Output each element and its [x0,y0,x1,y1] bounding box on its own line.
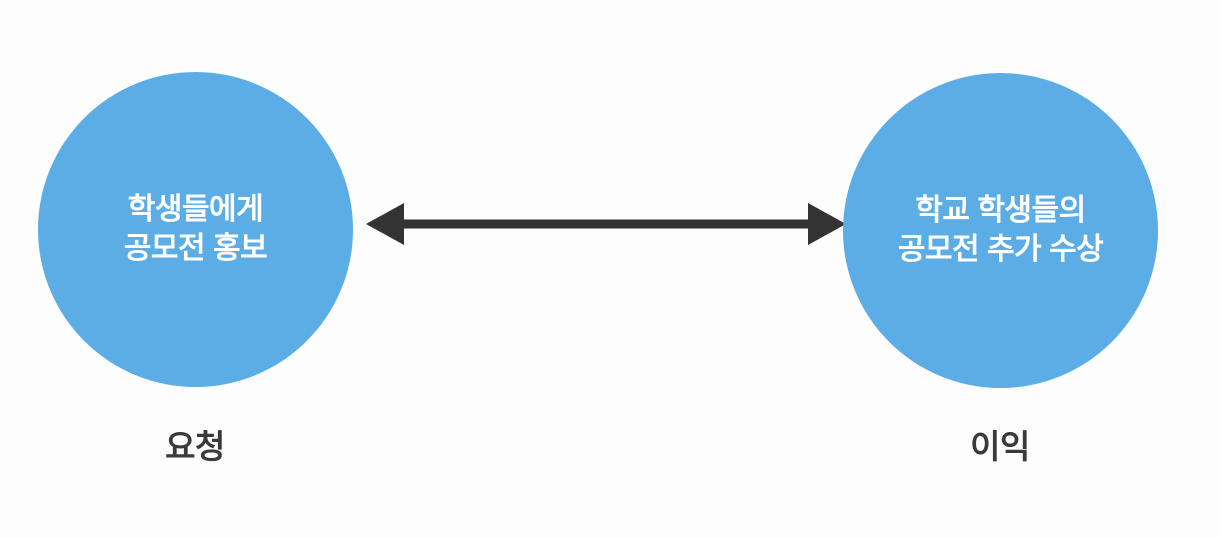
caption-benefit: 이익 [970,428,1030,465]
caption-request: 요청 [165,428,225,465]
node-benefit[interactable]: 학교 학생들의 공모전 추가 수상 [843,73,1158,388]
node-request[interactable]: 학생들에게 공모전 홍보 [38,72,353,387]
double-headed-arrow-icon [356,190,856,260]
arrow-head-right [808,203,846,245]
arrow-shaft [400,219,812,229]
node-request-label: 학생들에게 공모전 홍보 [123,193,268,265]
double-headed-arrow-svg [366,203,846,245]
arrow-head-left [366,203,404,245]
node-benefit-label: 학교 학생들의 공모전 추가 수상 [897,194,1104,266]
